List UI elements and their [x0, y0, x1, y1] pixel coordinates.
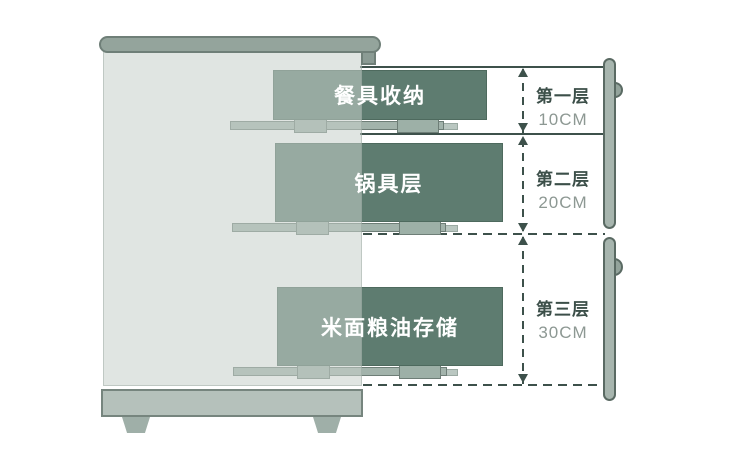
tier1-bottom-line: [360, 133, 605, 135]
tier1-size: 10CM: [538, 110, 588, 129]
cabinet-body-panel: [103, 51, 362, 386]
drawer2-slide-block: [399, 220, 441, 235]
arrow-up-icon: [518, 68, 528, 77]
cabinet-top-notch: [361, 50, 376, 65]
tier2-bottom-dashed-line: [363, 233, 605, 235]
arrow-down-icon: [518, 123, 528, 132]
arrow-up-icon: [518, 136, 528, 145]
cabinet-top-bar: [99, 36, 381, 53]
arrow-down-icon: [518, 374, 528, 383]
tier2-size: 20CM: [538, 193, 588, 212]
drawer-label: 米面粮油存储: [321, 316, 459, 340]
door-rail-upper: [603, 58, 616, 229]
tier2-name: 第二层: [536, 170, 590, 189]
tier2-annotation: 第二层 20CM: [523, 165, 603, 213]
tier3-annotation: 第三层 30CM: [523, 295, 603, 343]
tier1-name: 第一层: [536, 87, 590, 106]
tier3-size: 30CM: [538, 323, 588, 342]
drawer-label: 锅具层: [354, 172, 424, 196]
tier3-bottom-dashed-line: [363, 384, 605, 386]
arrow-down-icon: [518, 223, 528, 232]
cabinet-foot: [122, 417, 150, 433]
arrow-up-icon: [518, 236, 528, 245]
tier1-annotation: 第一层 10CM: [523, 82, 603, 130]
tier1-top-line: [360, 66, 605, 68]
tier3-name: 第三层: [536, 300, 590, 319]
drawer-label: 餐具收纳: [334, 85, 426, 108]
cabinet-foot: [313, 417, 341, 433]
door-rail-lower: [603, 237, 616, 401]
drawer1-slide-block: [397, 118, 439, 133]
drawer3-slide-block: [399, 364, 441, 379]
cabinet-base-bar: [101, 389, 363, 417]
hinge-bump: [614, 82, 623, 98]
